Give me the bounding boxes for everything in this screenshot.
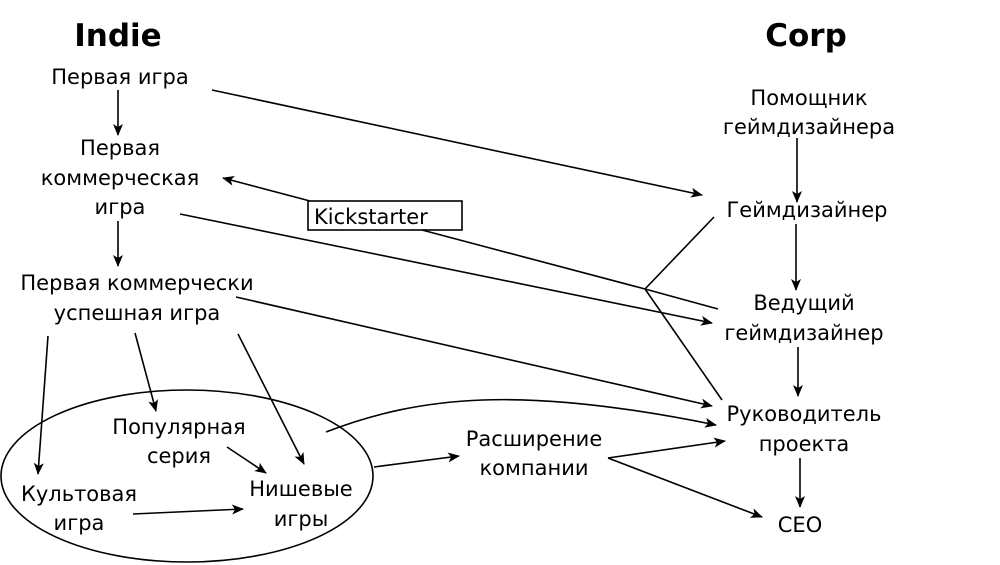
svg-text:Расширение: Расширение [466, 427, 603, 451]
node-first-successful-game: Первая коммерчески успешная игра [20, 271, 253, 325]
svg-text:Первая: Первая [80, 136, 160, 160]
edge-junction-to-designer [644, 216, 715, 290]
edge-kickstarter-to-junction [421, 229, 646, 290]
node-lead-designer: Ведущий геймдизайнер [724, 291, 883, 345]
node-first-commercial-game: Первая коммерческая игра [41, 136, 200, 219]
kickstarter-box: Kickstarter [307, 200, 463, 231]
node-assistant-designer: Помощник геймдизайнера [723, 86, 895, 139]
node-niche-games: Нишевые игры [249, 477, 352, 531]
edge-group-to-expansion [373, 452, 460, 468]
svg-text:Руководитель: Руководитель [727, 402, 882, 426]
svg-text:Первая коммерчески: Первая коммерчески [20, 271, 253, 295]
svg-text:проекта: проекта [759, 432, 850, 456]
edge-first-success-to-pm [235, 296, 713, 409]
node-company-expansion: Расширение компании [466, 427, 603, 480]
indie-header: Indie [74, 18, 161, 54]
edge-expansion-to-ceo [607, 457, 763, 518]
edge-junction-to-lead [644, 288, 719, 310]
node-popular-series: Популярная серия [112, 415, 245, 468]
svg-text:игра: игра [95, 195, 146, 219]
edge-group-to-pm-curve [325, 398, 717, 433]
svg-text:компании: компании [480, 456, 589, 480]
edge-first-success-to-cult-game [33, 335, 49, 475]
svg-text:Ведущий: Ведущий [753, 291, 854, 315]
svg-text:успешная игра: успешная игра [54, 301, 221, 325]
svg-text:CEO: CEO [778, 513, 822, 537]
edge-first-success-to-popular-series [134, 332, 158, 412]
edge-cult-game-to-niche-games [132, 504, 244, 515]
svg-text:Kickstarter: Kickstarter [314, 205, 428, 229]
indie-games-group-ellipse [0, 389, 374, 563]
node-game-designer: Геймдизайнер [726, 198, 887, 222]
svg-text:Помощник: Помощник [750, 86, 867, 110]
svg-text:коммерческая: коммерческая [41, 166, 200, 190]
node-first-game: Первая игра [51, 65, 188, 89]
svg-text:серия: серия [147, 444, 211, 468]
edge-expansion-to-pm [607, 437, 726, 459]
svg-text:геймдизайнер: геймдизайнер [724, 321, 883, 345]
svg-text:Геймдизайнер: Геймдизайнер [726, 198, 887, 222]
edge-first-game-to-designer [211, 89, 703, 198]
edge-kickstarter-to-first-commercial [222, 175, 311, 202]
node-project-manager: Руководитель проекта [727, 402, 882, 456]
corp-header: Corp [765, 18, 847, 54]
node-ceo: CEO [778, 513, 822, 537]
edge-first-commercial-to-lead [179, 213, 713, 326]
svg-text:геймдизайнера: геймдизайнера [723, 115, 895, 139]
svg-text:Популярная: Популярная [112, 415, 245, 439]
edge-first-success-to-niche-games [237, 333, 305, 465]
edge-junction-to-pm [644, 288, 723, 401]
svg-text:Первая игра: Первая игра [51, 65, 188, 89]
svg-text:Нишевые: Нишевые [249, 477, 352, 501]
node-cult-game: Культовая игра [21, 482, 137, 535]
svg-text:Культовая: Культовая [21, 482, 137, 506]
svg-text:игра: игра [54, 511, 105, 535]
edge-popular-series-to-niche-games [226, 446, 267, 474]
svg-text:игры: игры [274, 507, 329, 531]
